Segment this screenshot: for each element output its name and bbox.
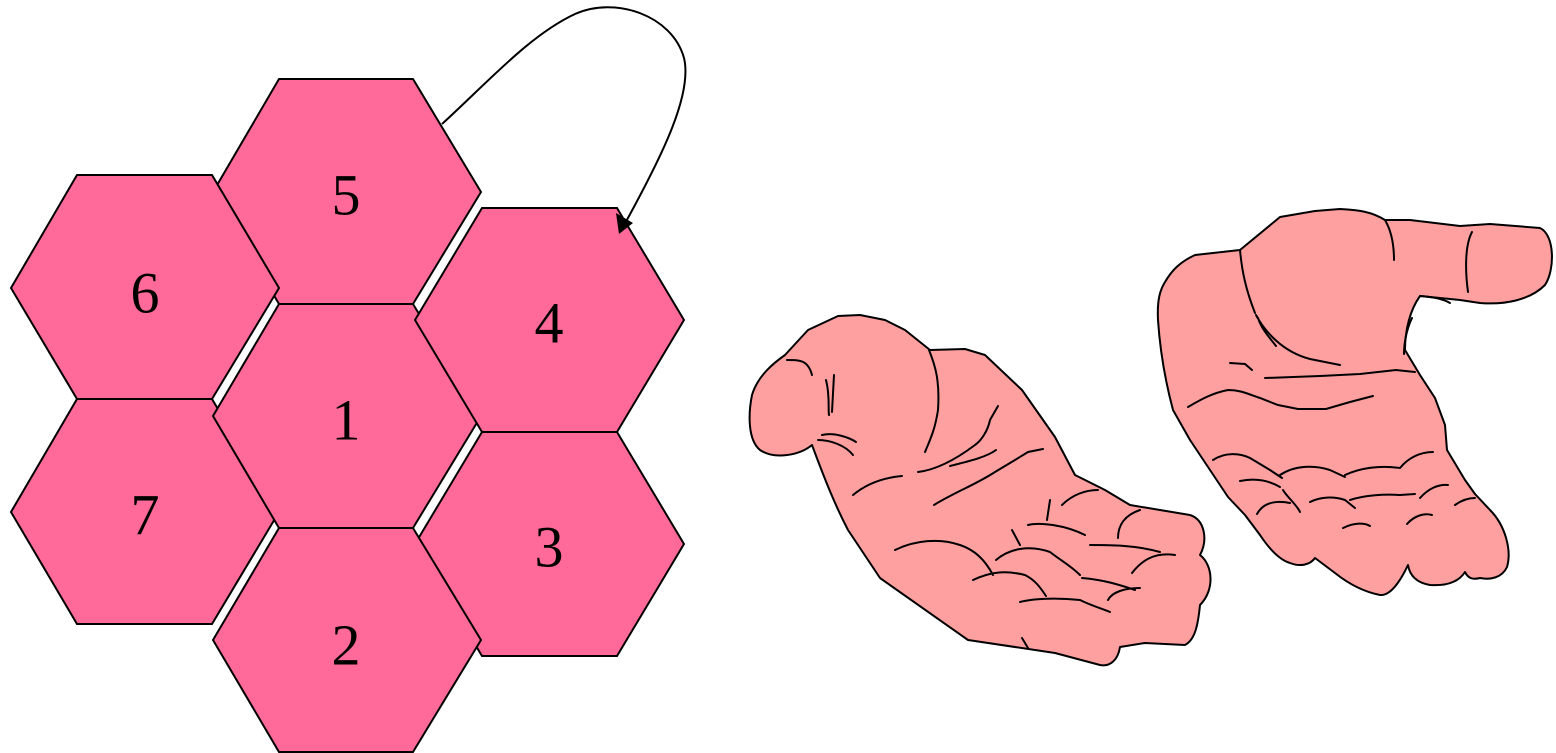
right-hand-shape <box>1158 209 1552 595</box>
hex-label-6: 6 <box>131 261 160 326</box>
hex-label-3: 3 <box>535 515 564 580</box>
hex-label-2: 2 <box>332 613 361 678</box>
hex-label-5: 5 <box>332 163 361 228</box>
hex-label-1: 1 <box>332 388 361 453</box>
hexagon-cluster: 5 6 7 1 4 3 2 <box>11 79 684 752</box>
left-hand-shape <box>750 315 1211 665</box>
hex-label-4: 4 <box>535 291 564 356</box>
handoff-arrow <box>442 7 685 234</box>
left-hand-illustration <box>750 315 1211 665</box>
hex-label-7: 7 <box>131 483 160 548</box>
right-hand-illustration <box>1158 209 1552 595</box>
